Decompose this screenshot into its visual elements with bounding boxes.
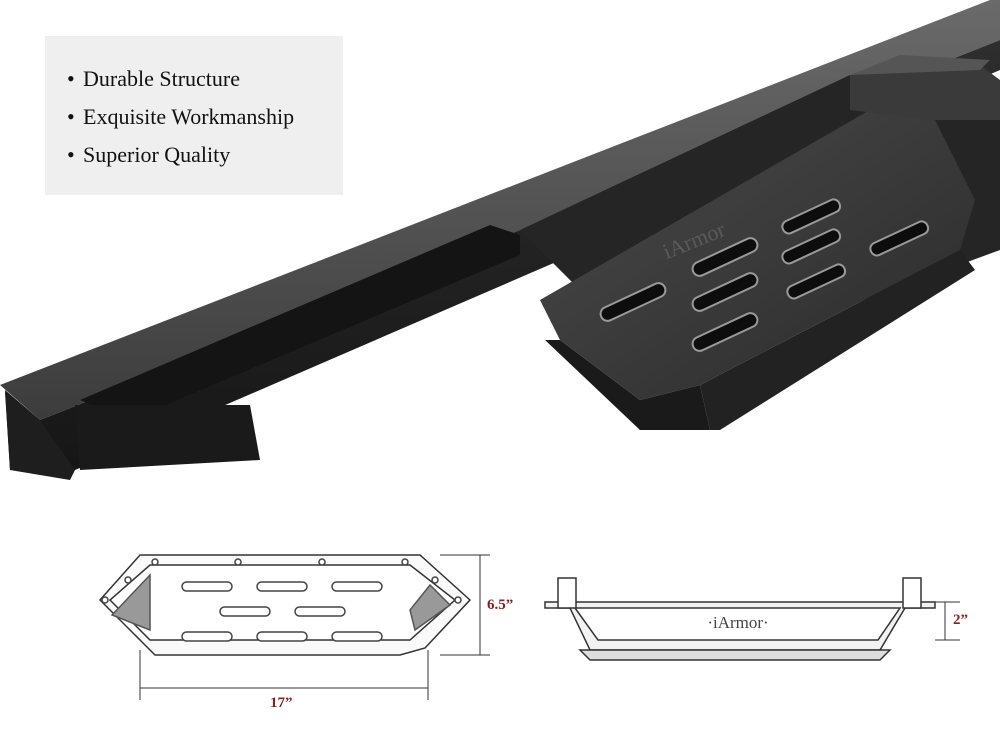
bullet-icon: •: [67, 142, 75, 167]
running-board-photo: iArmor: [0, 0, 1000, 480]
side-view-diagram: [544, 577, 936, 661]
top-view-diagram: [98, 554, 472, 656]
width-dimension-label: 17”: [270, 695, 293, 711]
feature-list: • Durable Structure • Exquisite Workmanshi…: [67, 60, 294, 174]
feature-item: • Exquisite Workmanship: [67, 98, 294, 136]
height-dimension-label: 2”: [953, 612, 968, 628]
feature-item: • Superior Quality: [67, 136, 294, 174]
bullet-icon: •: [67, 66, 75, 91]
bullet-icon: •: [67, 104, 75, 129]
feature-label: Superior Quality: [83, 142, 231, 167]
side-view-brand: ·iArmor·: [707, 613, 768, 632]
feature-item: • Durable Structure: [67, 60, 294, 98]
feature-label: Exquisite Workmanship: [83, 104, 295, 129]
feature-box: • Durable Structure • Exquisite Workmanshi…: [45, 36, 343, 195]
dimension-diagrams: ·iArmor·: [98, 554, 960, 700]
feature-label: Durable Structure: [83, 66, 240, 91]
depth-dimension-label: 6.5”: [487, 597, 514, 613]
